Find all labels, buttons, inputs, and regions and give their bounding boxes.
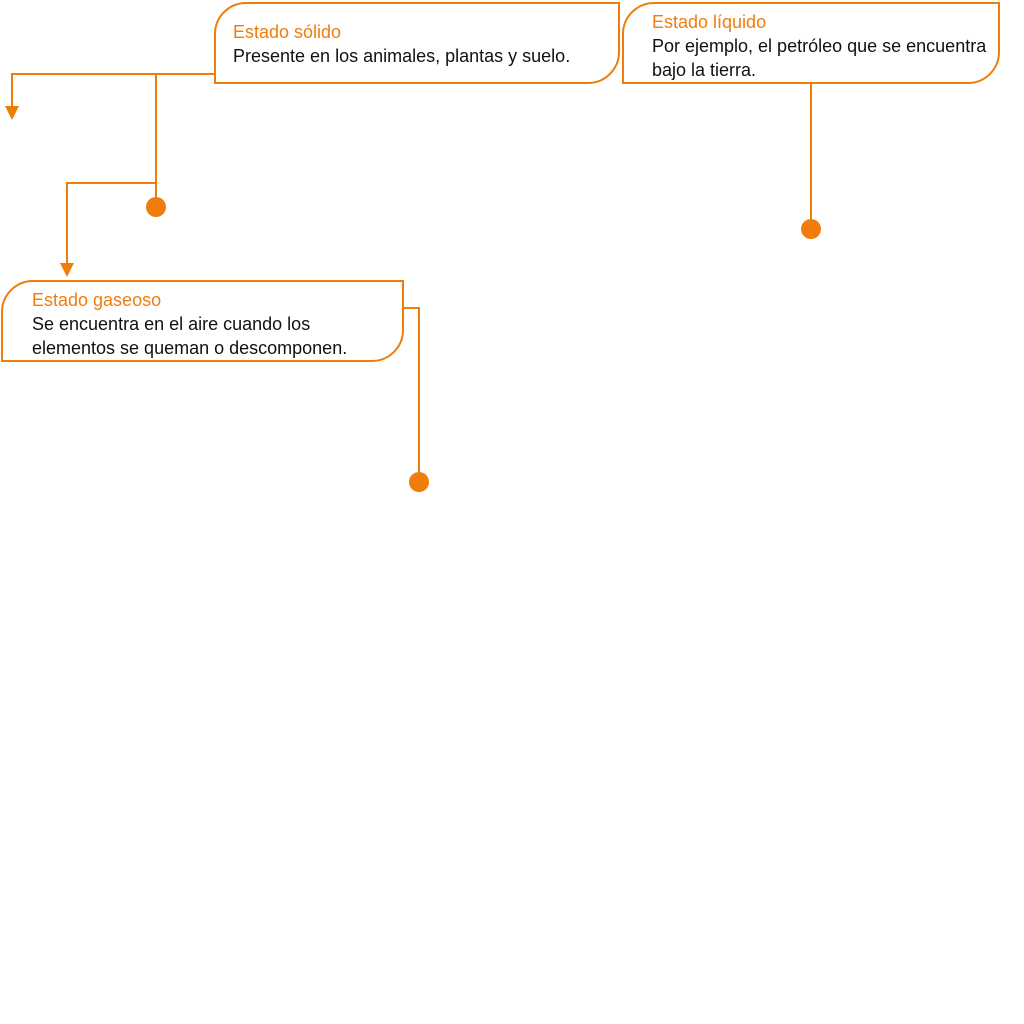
gas-anchor-dot xyxy=(409,472,429,492)
solid-anchor-dot xyxy=(146,197,166,217)
callout-gas-state: Estado gaseoso Se encuentra en el aire c… xyxy=(1,280,404,362)
solid-left-connector xyxy=(11,73,216,108)
callout-liquid-text: Por ejemplo, el petróleo que se encuentr… xyxy=(652,36,987,80)
callout-liquid-title: Estado líquido xyxy=(652,12,767,32)
liquid-anchor-dot xyxy=(801,219,821,239)
callout-solid-title: Estado sólido xyxy=(233,22,342,42)
gas-arrowhead xyxy=(60,263,74,277)
callout-gas-text: Se encuentra en el aire cuando los eleme… xyxy=(32,314,348,358)
callout-solid-state: Estado sólido Presente en los animales, … xyxy=(214,2,620,84)
callout-gas-title: Estado gaseoso xyxy=(32,290,162,310)
left-arrowhead xyxy=(5,106,19,120)
callout-liquid-state: Estado líquido Por ejemplo, el petróleo … xyxy=(622,2,1000,84)
callout-solid-text: Presente en los animales, plantas y suel… xyxy=(233,46,571,66)
gas-connector xyxy=(403,307,420,482)
solid-to-gas-connector xyxy=(66,182,156,265)
